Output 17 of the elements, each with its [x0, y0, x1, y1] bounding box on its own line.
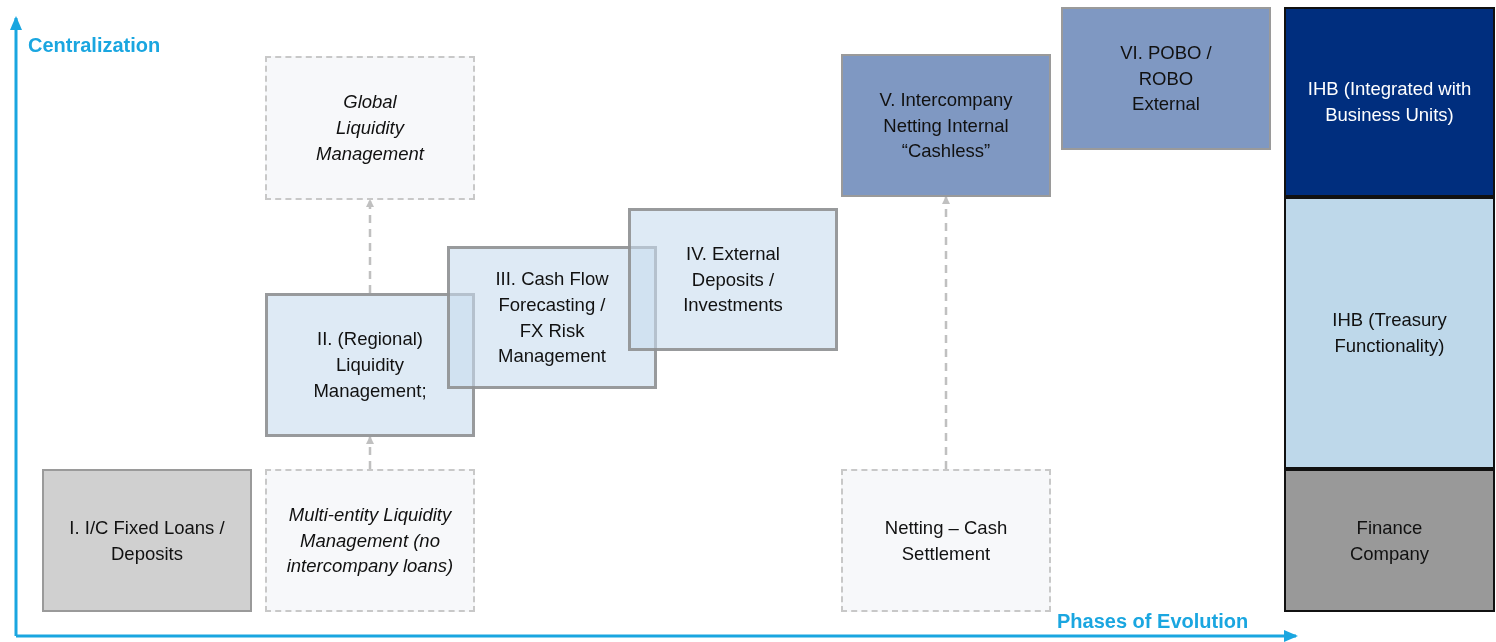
phase-box: II. (Regional) Liquidity Management; [265, 293, 475, 437]
phase-box: I. I/C Fixed Loans / Deposits [42, 469, 252, 612]
optional-step-box: Netting – Cash Settlement [841, 469, 1051, 612]
axis-label: Phases of Evolution [1057, 610, 1249, 633]
axis-label: Centralization [28, 34, 161, 57]
structure-box: IHB (Integrated with Business Units) [1284, 7, 1495, 197]
arrow [366, 199, 374, 293]
phase-box: VI. POBO / ROBO External [1061, 7, 1271, 150]
arrow [366, 436, 374, 469]
optional-step-box: Multi-entity Liquidity Management (no intercompany loans) [265, 469, 475, 612]
phase-box: III. Cash Flow Forecasting / FX Risk Management [447, 246, 657, 389]
arrow [942, 196, 950, 469]
phase-box: V. Intercompany Netting Internal “Cashless” [841, 54, 1051, 197]
phase-box: IV. External Deposits / Investments [628, 208, 838, 351]
structure-box: Finance Company [1284, 469, 1495, 612]
structure-box: IHB (Treasury Functionality) [1284, 197, 1495, 469]
optional-step-box: Global Liquidity Management [265, 56, 475, 200]
